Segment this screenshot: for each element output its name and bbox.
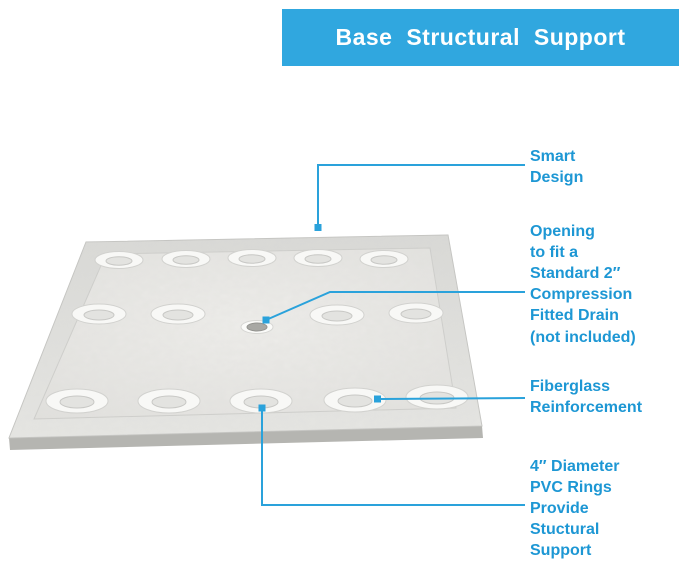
pvc-ring (323, 387, 387, 413)
label-fiberglass-reinforcement: Fiberglass Reinforcement (530, 378, 643, 417)
drain-opening-leader-line (265, 291, 525, 321)
drain-opening-marker-icon (262, 316, 270, 324)
page-title: Base Structural Support (335, 24, 626, 50)
smart-design-marker-icon (314, 224, 322, 231)
shower-base-illustration (8, 234, 483, 450)
pvc-ring (293, 249, 343, 267)
ring-hole (172, 255, 200, 265)
ring-hole (59, 395, 95, 409)
smart-design-leader-line (317, 164, 525, 228)
pvc-ring (45, 388, 109, 414)
tray-floor-texture (9, 235, 482, 438)
drain-hole (246, 322, 268, 332)
pvc-ring (94, 251, 144, 269)
ring-hole (304, 254, 332, 264)
tray-bottom-edge (9, 426, 483, 450)
ring-hole (321, 310, 353, 322)
title-banner: Base Structural Support (282, 9, 679, 66)
callout-lines (261, 164, 526, 506)
pvc-ring (309, 304, 365, 326)
fiberglass-marker-icon (374, 395, 381, 403)
ring-hole (400, 308, 432, 320)
pvc-ring (150, 303, 206, 325)
label-drain-opening: Opening to fit a Standard 2″ Compression… (530, 223, 636, 346)
pvc-ring (161, 250, 211, 268)
ring-hole (105, 256, 133, 266)
callout-markers (258, 224, 381, 412)
ring-hole (162, 309, 194, 321)
fiberglass-leader-line (380, 397, 526, 400)
label-pvc-rings: 4″ Diameter PVC Rings Provide Stuctural … (530, 458, 620, 560)
pvc-rings-leader-line (261, 411, 525, 506)
pvc-ring (71, 303, 127, 325)
ring-hole (337, 394, 373, 408)
label-smart-design: Smart Design (530, 148, 584, 187)
drain-opening (240, 320, 274, 334)
pvc-ring (227, 249, 277, 267)
pvc-ring (359, 250, 409, 268)
ring-hole (83, 309, 115, 321)
ring-hole (238, 254, 266, 264)
ring-hole (370, 255, 398, 265)
pvc-ring (405, 384, 469, 410)
ring-hole (151, 395, 187, 409)
pvc-ring (137, 388, 201, 414)
pvc-ring (388, 302, 444, 324)
pvc-rings-marker-icon (258, 404, 266, 412)
